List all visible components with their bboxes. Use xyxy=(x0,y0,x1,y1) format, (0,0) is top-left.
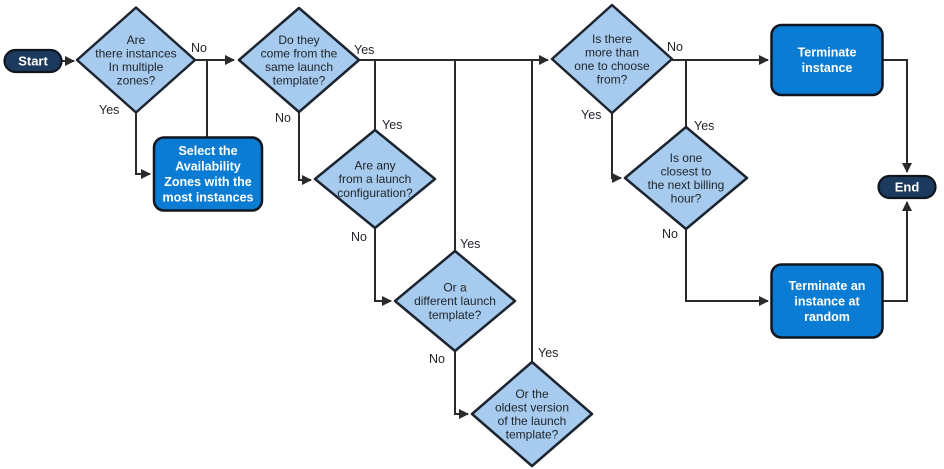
node-label-line: there instances xyxy=(95,46,176,60)
node-label-line: closest to xyxy=(661,164,712,178)
node-terminate-instance-random xyxy=(770,263,884,339)
node-terminate-instance xyxy=(770,23,884,97)
edge-label-oldest-yes: Yes xyxy=(538,346,558,360)
node-select-availability-zones xyxy=(152,136,264,212)
node-start xyxy=(3,48,63,74)
edge-label-config-no: No xyxy=(351,230,367,244)
node-label-end: End xyxy=(895,180,920,195)
node-label-line: End xyxy=(895,180,920,195)
node-different-launch-template xyxy=(393,249,517,353)
node-label-line: instance at xyxy=(794,294,860,308)
edge-label-choose-yes: Yes xyxy=(581,108,601,122)
node-label-line: Or the xyxy=(515,387,549,401)
node-label-line: template? xyxy=(429,308,482,322)
node-label-line: most instances xyxy=(162,191,253,205)
node-label-line: different launch xyxy=(414,294,496,308)
node-label-line: Are xyxy=(127,33,146,47)
node-launch-configuration xyxy=(313,128,437,230)
edge-label-billing-yes: Yes xyxy=(694,119,714,133)
node-label-line: Or a xyxy=(443,281,467,295)
node-label-line: of the launch xyxy=(498,414,567,428)
node-more-than-one-to-choose xyxy=(550,3,674,115)
edge-label-template-yes: Yes xyxy=(354,43,374,57)
node-label-start: Start xyxy=(18,54,48,69)
node-label-line: come from the xyxy=(261,46,338,60)
node-label-line: Start xyxy=(18,54,48,69)
edge-choose-yes xyxy=(611,113,622,183)
edge-zones-yes xyxy=(135,113,151,179)
node-label-line: same launch xyxy=(265,60,333,74)
edge-label-zones-yes: Yes xyxy=(99,103,119,117)
node-label-line: Terminate an xyxy=(789,279,866,293)
node-label-line: more than xyxy=(585,45,639,59)
node-label-line: instance xyxy=(802,61,853,75)
node-label-line: Is one xyxy=(670,151,703,165)
node-oldest-version-launch-template xyxy=(470,360,594,468)
node-label-line: template? xyxy=(273,74,326,88)
node-label-line: Zones with the xyxy=(164,175,252,189)
node-label-line: hour? xyxy=(671,192,702,206)
edge-label-different-yes: Yes xyxy=(460,237,480,251)
node-label-line: one to choose xyxy=(574,59,650,73)
edge-different-no xyxy=(454,351,469,419)
node-label-line: Terminate xyxy=(798,46,857,60)
edge-label-different-no: No xyxy=(429,352,445,366)
node-label-line: template? xyxy=(506,428,559,442)
edge-config-no xyxy=(374,228,392,306)
edge-billing-no xyxy=(685,229,769,306)
node-label-line: from? xyxy=(597,73,628,87)
node-label-line: Select the xyxy=(178,144,237,158)
node-label-line: Do they xyxy=(278,33,319,47)
node-label-line: configuration? xyxy=(337,186,413,200)
edge-random-to-end xyxy=(883,201,912,302)
node-same-launch-template xyxy=(237,6,361,114)
node-label-line: oldest version xyxy=(495,400,569,414)
edge-label-template-no: No xyxy=(275,111,291,125)
node-label-line: Is there xyxy=(592,32,632,46)
node-label-line: from a launch xyxy=(339,172,412,186)
node-closest-to-billing-hour xyxy=(623,125,749,231)
node-label-line: zones? xyxy=(117,74,156,88)
node-label-line: random xyxy=(804,310,850,324)
node-instances-multiple-zones xyxy=(75,6,197,114)
edge-terminate-to-end xyxy=(883,59,912,173)
edge-label-zones-no: No xyxy=(191,41,207,55)
node-label-line: the next billing xyxy=(648,178,725,192)
node-end xyxy=(877,174,937,200)
node-label-line: Are any xyxy=(354,159,395,173)
node-label-line: Availability xyxy=(175,160,241,174)
edge-label-billing-no: No xyxy=(662,227,678,241)
edge-label-choose-no: No xyxy=(667,40,683,54)
node-label-line: In multiple xyxy=(109,60,164,74)
edge-template-no xyxy=(298,112,312,185)
edge-label-config-yes: Yes xyxy=(382,118,402,132)
